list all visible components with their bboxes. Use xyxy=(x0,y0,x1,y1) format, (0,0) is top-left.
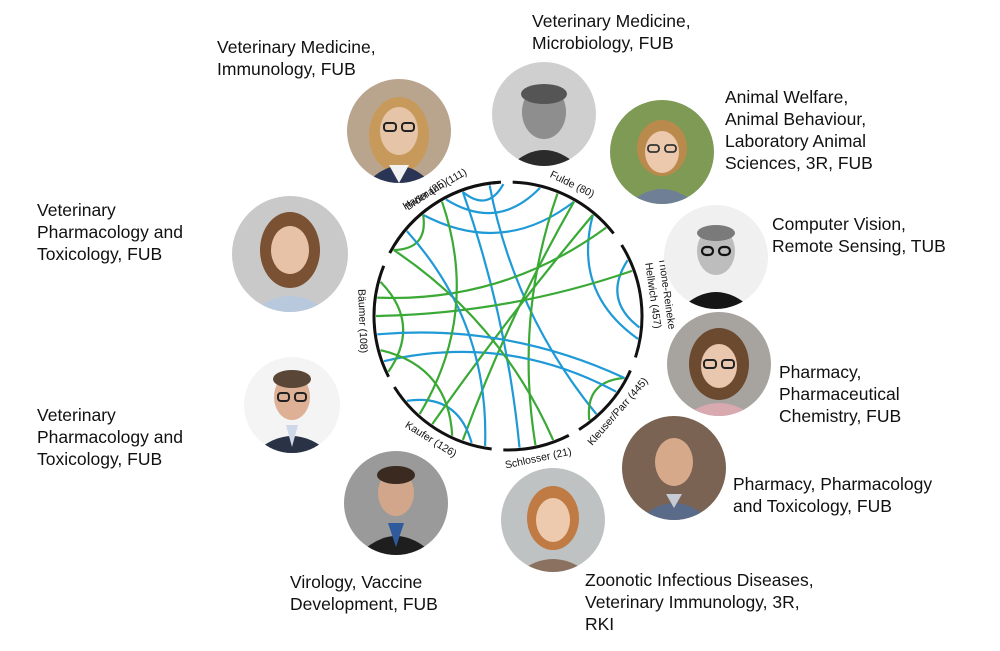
photo-thoene-reineke xyxy=(610,100,714,204)
chord-link xyxy=(377,226,607,300)
segment-label-broeer: Bröer (25) xyxy=(403,177,449,213)
chord-link xyxy=(461,191,521,448)
ring-segment xyxy=(388,180,502,254)
photo-kleuser xyxy=(667,312,771,416)
chord-link xyxy=(586,214,639,340)
chord-link xyxy=(377,331,626,379)
segment-label-baeumer: Bäumer (108) xyxy=(355,289,369,354)
caption-kleuser: Pharmacy, Pharmaceutical Chemistry, FUB xyxy=(779,362,902,426)
ring-segment xyxy=(578,369,632,431)
segment-label-fulde: Fulde (80) xyxy=(548,169,596,201)
caption-broeer: Veterinary Pharmacology and Toxicology, … xyxy=(37,200,183,264)
caption-thoene-reineke: Animal Welfare, Animal Behaviour, Labora… xyxy=(725,87,873,173)
caption-kaufer: Zoonotic Infectious Diseases, Veterinary… xyxy=(585,570,814,634)
chord-link xyxy=(431,214,594,425)
photo-broeer xyxy=(232,196,348,312)
chord-link xyxy=(587,376,625,421)
photo-baeumer-virology xyxy=(344,451,448,555)
caption-hartmann: Veterinary Medicine, Immunology, FUB xyxy=(217,37,376,79)
chord-link xyxy=(406,230,487,447)
chord-link xyxy=(527,193,559,446)
photo-kaufer xyxy=(501,468,605,572)
chord-link xyxy=(375,269,633,318)
caption-baeumer-virology: Virology, Vaccine Development, FUB xyxy=(290,572,438,614)
caption-veterinary-pharmacology-man: Veterinary Pharmacology and Toxicology, … xyxy=(37,405,183,469)
photo-hartmann xyxy=(347,79,451,183)
photo-fulde xyxy=(492,62,596,166)
photo-schlosser xyxy=(622,416,726,520)
chord-link xyxy=(383,350,617,393)
caption-hellwich: Computer Vision, Remote Sensing, TUB xyxy=(772,214,946,256)
ring-segment xyxy=(512,180,615,235)
chord-link xyxy=(488,185,598,415)
chord-link xyxy=(462,183,505,202)
ring-segment xyxy=(620,244,644,358)
ring-segment xyxy=(503,434,570,452)
caption-fulde: Veterinary Medicine, Microbiology, FUB xyxy=(532,11,691,53)
chord-link xyxy=(461,201,575,441)
chord-link xyxy=(393,214,425,252)
chord-link xyxy=(380,349,454,436)
ring-segment xyxy=(393,386,492,451)
ring-segment xyxy=(372,265,390,378)
chord-link xyxy=(418,201,458,415)
chord-link xyxy=(393,249,555,441)
chord-ring xyxy=(372,180,644,452)
chord-link xyxy=(616,259,641,329)
photo-veterinary-pharmacology-man xyxy=(244,357,340,453)
chord-links xyxy=(375,183,641,448)
photo-hellwich xyxy=(664,205,768,309)
chord-link xyxy=(379,281,405,373)
caption-schlosser: Pharmacy, Pharmacology and Toxicology, F… xyxy=(733,474,933,516)
